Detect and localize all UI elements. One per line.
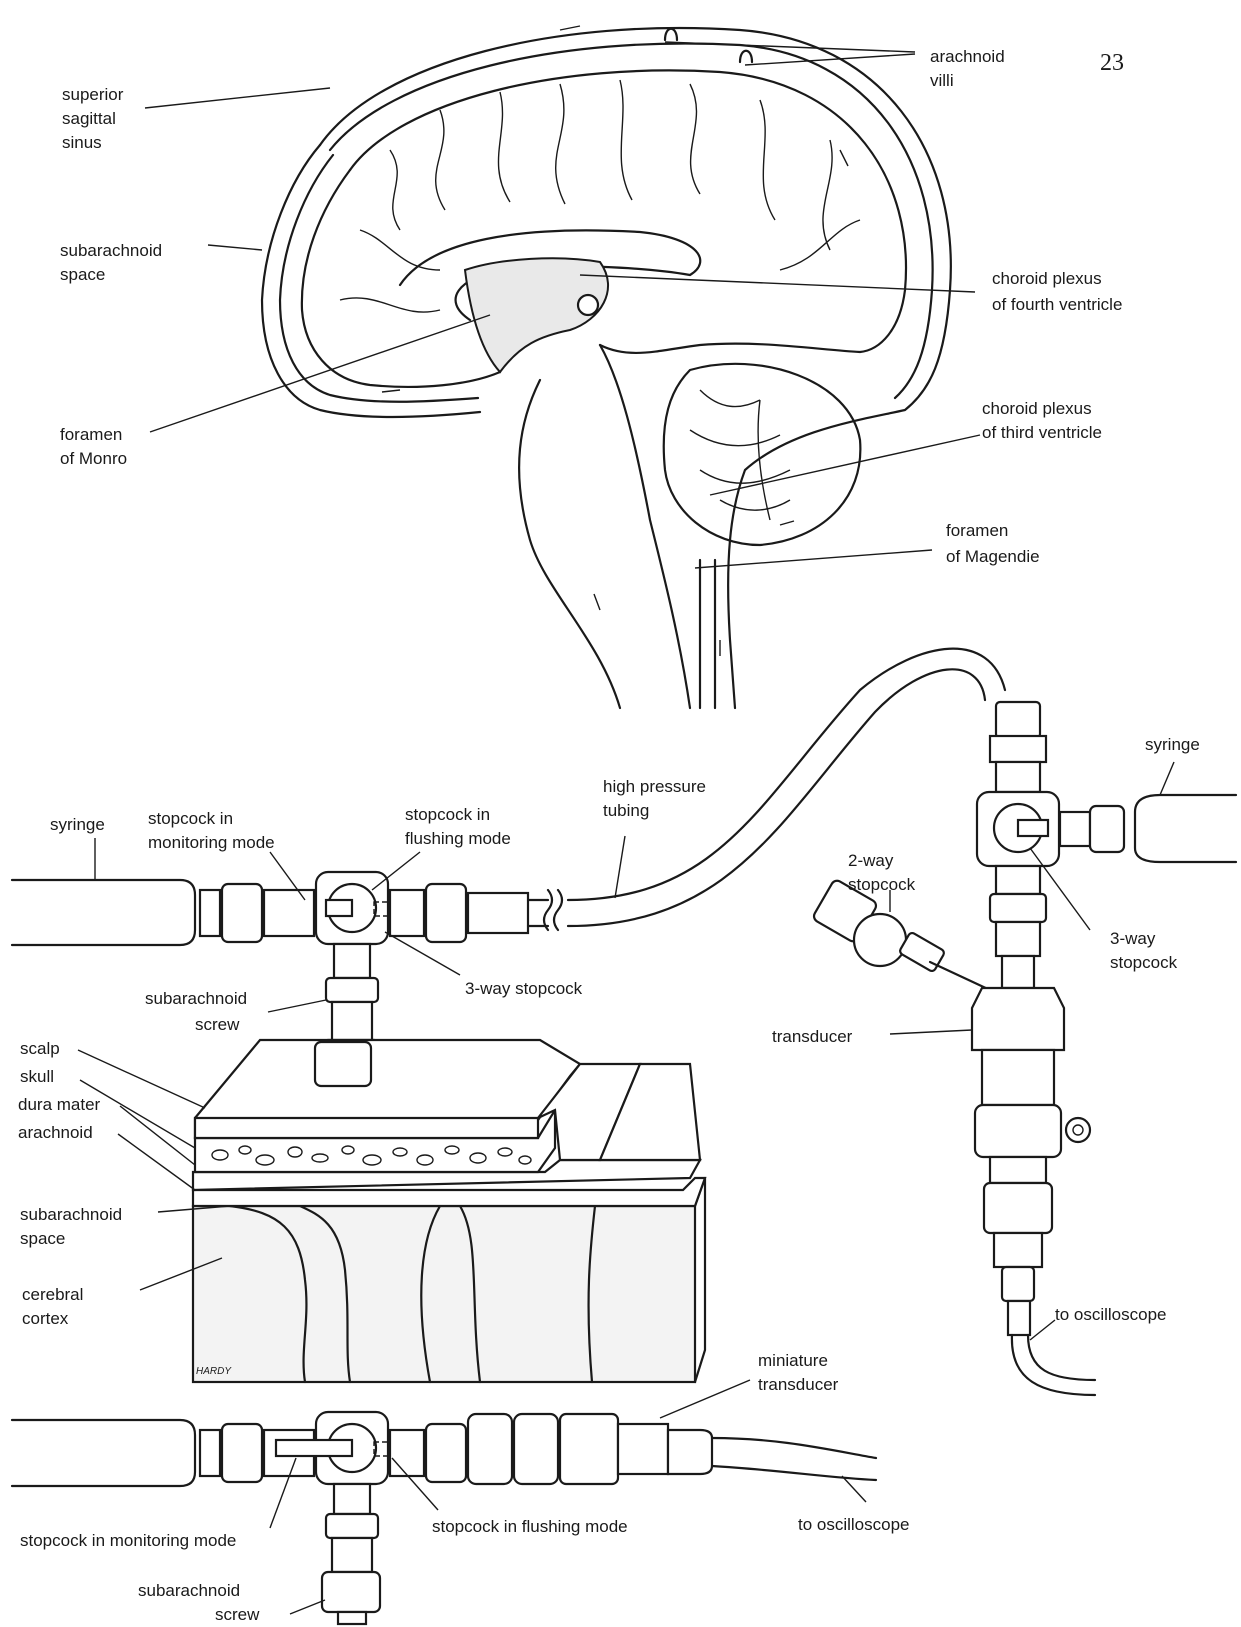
miniature-transducer: [560, 1414, 618, 1484]
label-arachnoid: arachnoid: [18, 1123, 93, 1142]
label-choroid-plexus-fourth-1: choroid plexus: [992, 269, 1102, 288]
label-stopcock-flushing-1: stopcock in: [405, 805, 490, 824]
syringe-left: [12, 880, 195, 945]
label-transducer: transducer: [772, 1027, 853, 1046]
brain-sagittal-section: [262, 26, 951, 708]
label-three-way-stopcock-right-1: 3-way: [1110, 929, 1156, 948]
high-pressure-tubing: [568, 649, 1005, 900]
label-stopcock-monitoring-2: monitoring mode: [148, 833, 275, 852]
label-miniature-transducer-2: transducer: [758, 1375, 839, 1394]
label-subarachnoid-space-layer-1: subarachnoid: [20, 1205, 122, 1224]
label-foramen-of-monro-1: foramen: [60, 425, 122, 444]
subarachnoid-screw-bottom: [322, 1572, 380, 1612]
label-stopcock-flushing-bottom: stopcock in flushing mode: [432, 1517, 628, 1536]
label-to-oscilloscope-bottom: to oscilloscope: [798, 1515, 910, 1534]
artist-signature: HARDY: [196, 1366, 232, 1377]
label-superior-sagittal-sinus-2: sagittal: [62, 109, 116, 128]
label-foramen-of-magendie-1: foramen: [946, 521, 1008, 540]
label-two-way-stopcock-2: stopcock: [848, 875, 916, 894]
label-subarachnoid-space-2: space: [60, 265, 105, 284]
label-stopcock-monitoring-1: stopcock in: [148, 809, 233, 828]
label-scalp: scalp: [20, 1039, 60, 1058]
label-subarachnoid-screw-bottom-1: subarachnoid: [138, 1581, 240, 1600]
label-cerebral-cortex-1: cerebral: [22, 1285, 83, 1304]
right-transducer-setup: [812, 702, 1236, 1395]
two-way-stopcock: [812, 879, 990, 990]
syringe-bottom: [12, 1420, 195, 1486]
label-choroid-plexus-third-2: of third ventricle: [982, 423, 1102, 442]
label-subarachnoid-screw-2: screw: [195, 1015, 240, 1034]
label-syringe-right: syringe: [1145, 735, 1200, 754]
label-arachnoid-villi-2: villi: [930, 71, 954, 90]
label-superior-sagittal-sinus-3: sinus: [62, 133, 102, 152]
label-choroid-plexus-third-1: choroid plexus: [982, 399, 1092, 418]
label-cerebral-cortex-2: cortex: [22, 1309, 69, 1328]
label-foramen-of-magendie-2: of Magendie: [946, 547, 1040, 566]
label-miniature-transducer-1: miniature: [758, 1351, 828, 1370]
tissue-layers-block: HARDY: [193, 1040, 705, 1382]
label-skull: skull: [20, 1067, 54, 1086]
label-to-oscilloscope-right: to oscilloscope: [1055, 1305, 1167, 1324]
label-arachnoid-villi-1: arachnoid: [930, 47, 1005, 66]
label-subarachnoid-space-1: subarachnoid: [60, 241, 162, 260]
label-superior-sagittal-sinus-1: superior: [62, 85, 124, 104]
transducer: [972, 988, 1064, 1050]
page-number: 23: [1100, 50, 1124, 76]
label-dura-mater: dura mater: [18, 1095, 101, 1114]
label-stopcock-flushing-2: flushing mode: [405, 829, 511, 848]
label-stopcock-monitoring-bottom: stopcock in monitoring mode: [20, 1531, 236, 1550]
syringe-right: [1135, 795, 1236, 862]
label-foramen-of-monro-2: of Monro: [60, 449, 127, 468]
label-high-pressure-tubing-2: tubing: [603, 801, 649, 820]
label-subarachnoid-space-layer-2: space: [20, 1229, 65, 1248]
bottom-setup-labels: miniature transducer stopcock in monitor…: [20, 1351, 910, 1624]
layer-labels: scalp skull dura mater arachnoid subarac…: [18, 1039, 122, 1328]
label-three-way-stopcock-right-2: stopcock: [1110, 953, 1178, 972]
label-syringe-left: syringe: [50, 815, 105, 834]
label-two-way-stopcock-1: 2-way: [848, 851, 894, 870]
label-high-pressure-tubing-1: high pressure: [603, 777, 706, 796]
label-choroid-plexus-fourth-2: of fourth ventricle: [992, 295, 1122, 314]
label-subarachnoid-screw-bottom-2: screw: [215, 1605, 260, 1624]
label-subarachnoid-screw-1: subarachnoid: [145, 989, 247, 1008]
label-three-way-stopcock-left: 3-way stopcock: [465, 979, 583, 998]
